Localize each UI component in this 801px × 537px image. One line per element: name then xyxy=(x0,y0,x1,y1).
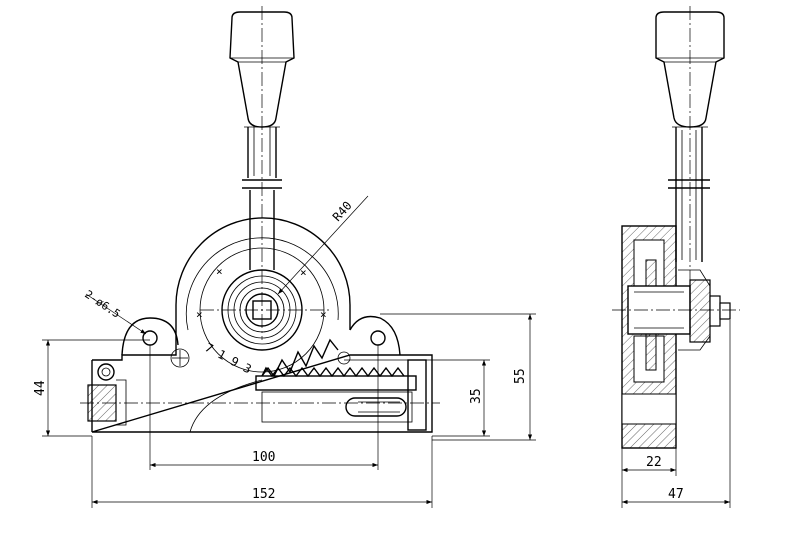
front-view: × × × × R40 2-ø6.5 7 1 9 3 xyxy=(33,6,536,508)
dim-44: 44 xyxy=(33,339,150,437)
side-view: 22 47 xyxy=(612,6,740,508)
housing-disc: × × × × xyxy=(175,217,351,373)
lever-shaft xyxy=(242,6,282,340)
dim-152-label: 152 xyxy=(252,487,275,502)
svg-text:×: × xyxy=(320,308,327,321)
dim-35-label: 35 xyxy=(469,388,484,404)
hole-callout-label: 2-ø6.5 xyxy=(82,288,122,321)
side-hub xyxy=(612,269,740,351)
svg-text:×: × xyxy=(216,265,223,278)
radius-label: R40 xyxy=(330,199,355,224)
dim-22-label: 22 xyxy=(646,455,662,470)
radius-callout: R40 xyxy=(277,195,369,295)
dim-35: 35 xyxy=(344,359,490,437)
detent-marks: × × × × xyxy=(196,265,327,321)
dim-152: 152 xyxy=(91,436,433,508)
dim-55: 55 xyxy=(380,313,536,441)
mounting-flanges xyxy=(121,315,401,368)
svg-text:×: × xyxy=(300,266,307,279)
hole-callout: 2-ø6.5 xyxy=(82,288,147,335)
gear-sector xyxy=(261,338,339,378)
dim-100-label: 100 xyxy=(252,450,275,465)
dim-47-label: 47 xyxy=(668,487,684,502)
svg-text:×: × xyxy=(196,308,203,321)
dim-22: 22 xyxy=(621,448,677,476)
dim-47: 47 xyxy=(621,320,731,508)
dim-100: 100 xyxy=(149,345,379,470)
dim-55-label: 55 xyxy=(513,368,528,384)
side-housing xyxy=(621,225,677,449)
position-numbers: 7 1 9 3 xyxy=(203,340,254,376)
dim-44-label: 44 xyxy=(33,380,48,396)
base-housing xyxy=(80,350,440,433)
